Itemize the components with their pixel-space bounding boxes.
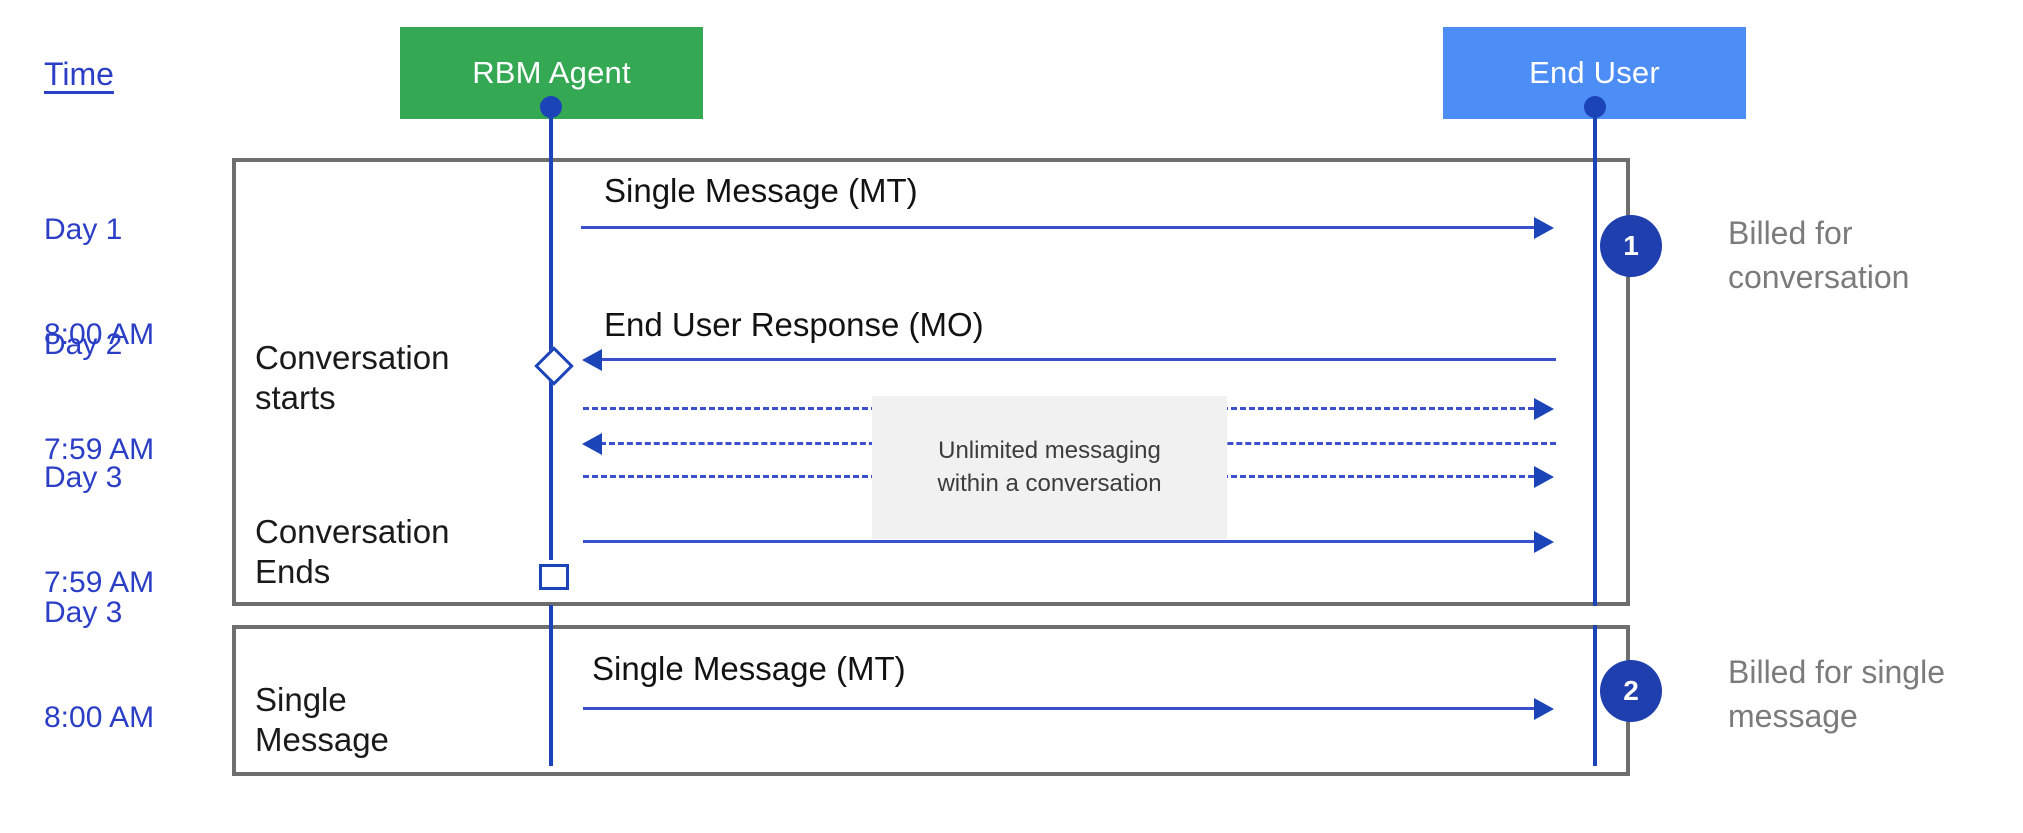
- conversation-group-box: [232, 158, 1630, 606]
- message-arrow-7-head: [1534, 698, 1554, 720]
- actor-end-user-label: End User: [1529, 55, 1660, 90]
- message-arrow-4-head: [582, 433, 602, 455]
- time-label-day1: Day 1 8:00 AM: [44, 142, 154, 423]
- time-label-day3a-day: Day 3: [44, 461, 123, 495]
- message-arrow-5-head: [1534, 466, 1554, 488]
- time-label-day1-time: 8:00 AM: [44, 318, 155, 352]
- message-label-2: End User Response (MO): [604, 306, 984, 343]
- user-lifeline: [1593, 104, 1597, 606]
- message-arrow-6-line: [583, 540, 1534, 543]
- time-label-day2-time: 7:59 AM: [44, 433, 155, 467]
- message-label-7: Single Message (MT): [592, 650, 906, 687]
- user-lifeline-segment-2: [1593, 625, 1597, 766]
- conversation-end-marker: [539, 564, 569, 590]
- single-message-group-box: [232, 625, 1630, 776]
- time-label-day2-day: Day 2: [44, 328, 123, 362]
- billing-text-2: Billed for single message: [1728, 654, 1945, 735]
- billing-text-1: Billed for conversation: [1728, 215, 1910, 296]
- stage-label-conversation-starts: Conversation starts: [255, 339, 450, 416]
- time-label-day3b-day: Day 3: [44, 596, 123, 630]
- agent-lifeline-segment-2: [549, 605, 553, 766]
- message-arrow-6-head: [1534, 531, 1554, 553]
- time-label-day3b: Day 3 8:00 AM: [44, 525, 154, 806]
- agent-lifeline: [549, 104, 553, 560]
- stage-label-single-message: Single Message: [255, 681, 389, 758]
- message-arrow-3-head: [1534, 398, 1554, 420]
- time-column-header: Time: [44, 56, 114, 92]
- time-label-day2: Day 2 7:59 AM: [44, 257, 154, 538]
- time-label-day3b-time: 8:00 AM: [44, 701, 155, 735]
- unlimited-messaging-note: Unlimited messaging within a conversatio…: [872, 396, 1227, 539]
- actor-rbm-agent[interactable]: RBM Agent: [400, 27, 703, 119]
- billing-badge-1[interactable]: 1: [1600, 215, 1662, 277]
- time-label-day3a: Day 3 7:59 AM: [44, 390, 154, 671]
- time-label-day1-day: Day 1: [44, 213, 123, 247]
- billing-badge-2[interactable]: 2: [1600, 660, 1662, 722]
- unlimited-messaging-note-line1: Unlimited messaging: [938, 437, 1161, 465]
- message-arrow-2-head: [582, 349, 602, 371]
- message-arrow-1-head: [1534, 217, 1554, 239]
- message-arrow-1-line: [581, 226, 1534, 229]
- message-arrow-2-line: [600, 358, 1556, 361]
- message-arrow-7-line: [583, 707, 1534, 710]
- time-label-day3a-time: 7:59 AM: [44, 566, 155, 600]
- stage-label-conversation-ends: Conversation Ends: [255, 513, 450, 590]
- actor-rbm-agent-label: RBM Agent: [472, 55, 631, 90]
- message-label-1: Single Message (MT): [604, 172, 918, 209]
- unlimited-messaging-note-line2: within a conversation: [937, 469, 1162, 497]
